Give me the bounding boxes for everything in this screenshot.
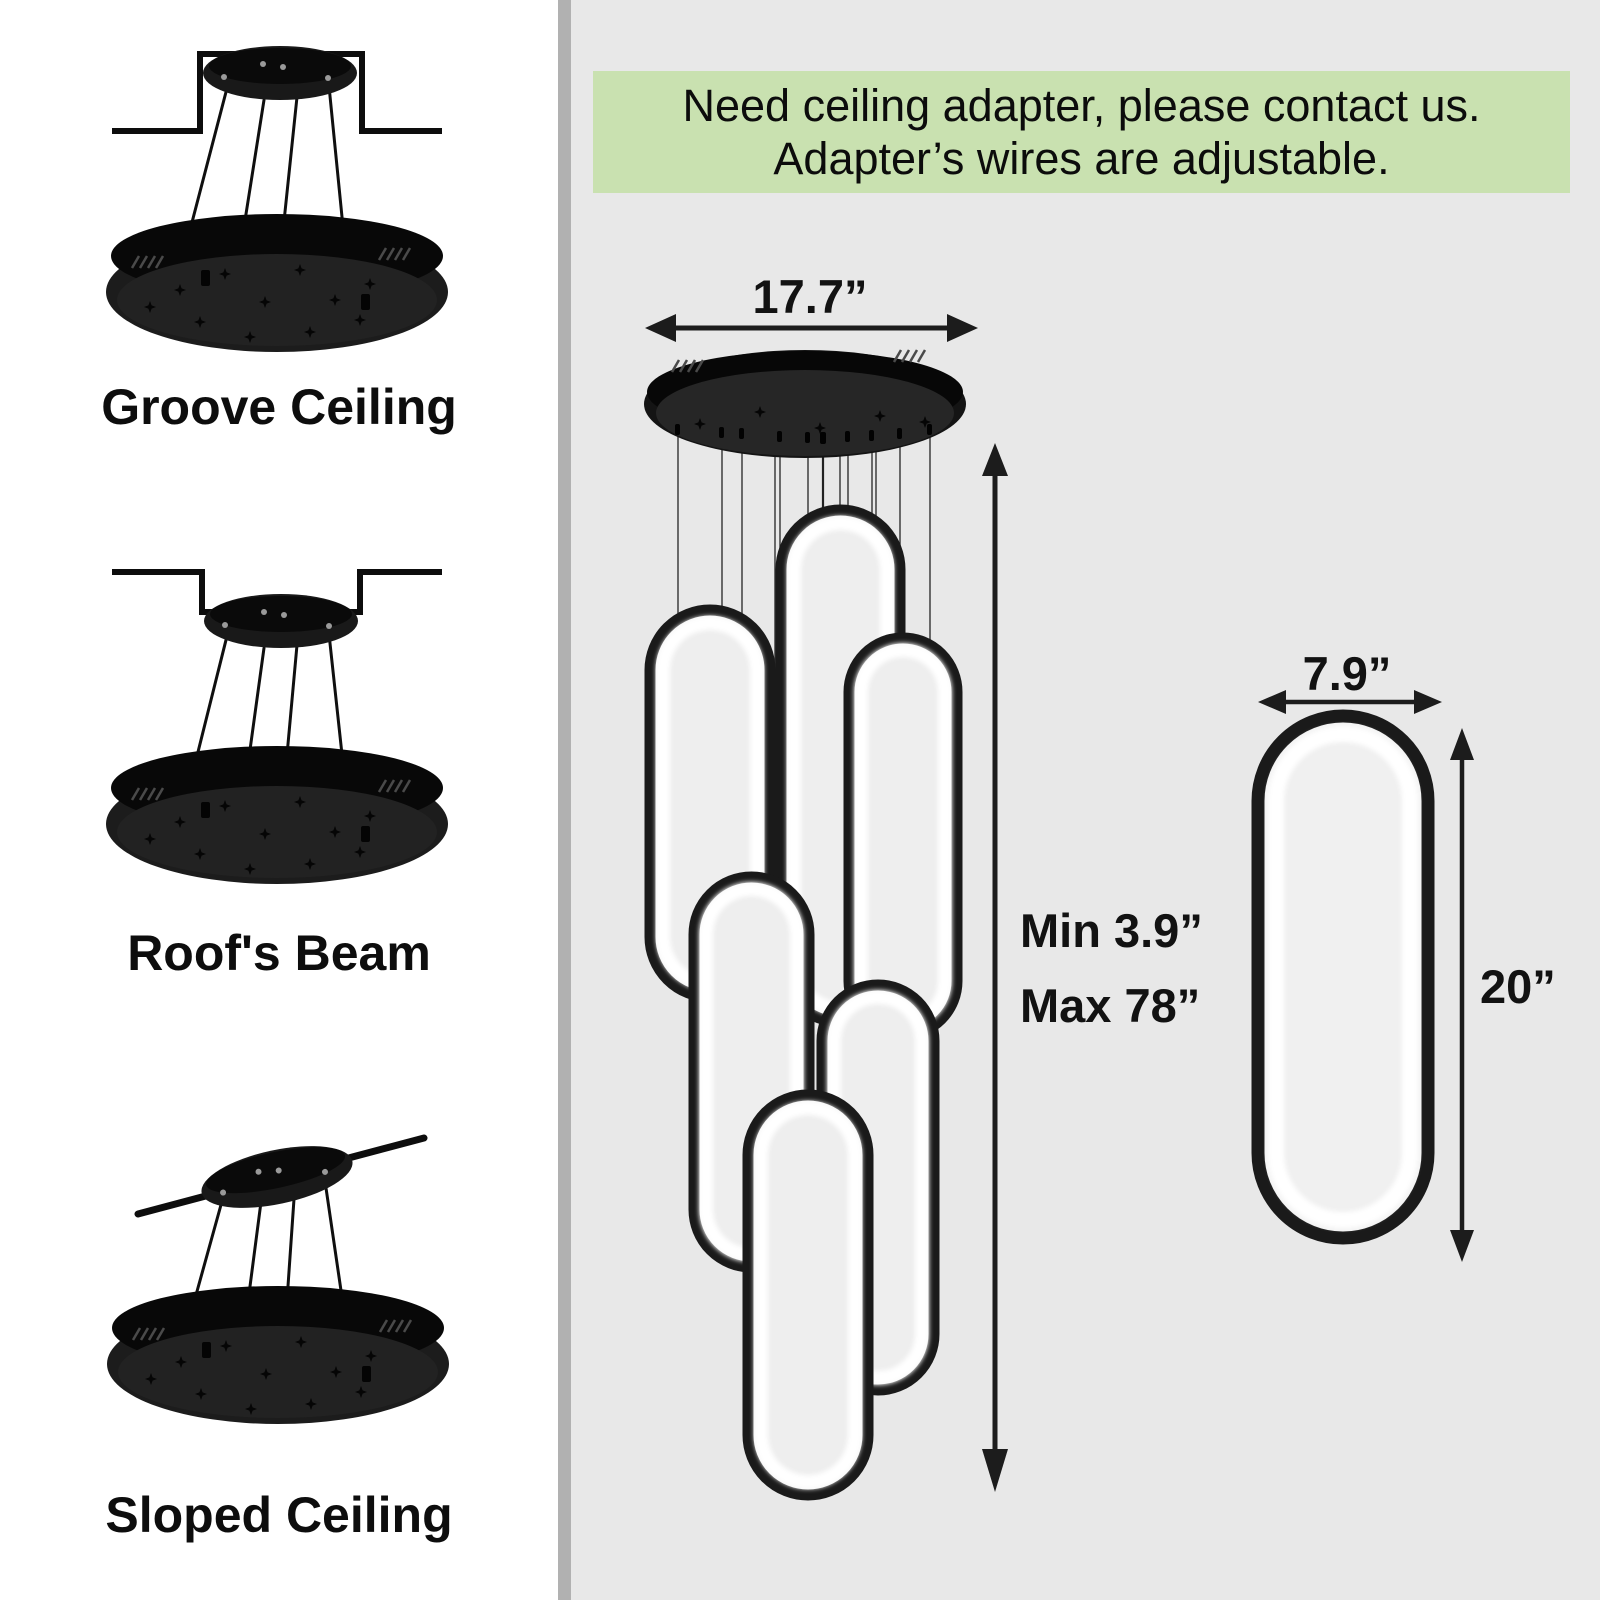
panel-divider — [558, 0, 571, 1600]
banner-line-1: Need ceiling adapter, please contact us. — [682, 80, 1481, 131]
chandelier-figure: 17.7” Min 3.9” Max 78” — [644, 270, 1203, 1501]
caption-sloped-ceiling: Sloped Ceiling — [105, 1487, 453, 1543]
single-pendant-ring — [1251, 709, 1435, 1245]
groove-ceiling-diagram — [106, 46, 448, 352]
beam-canopy-disc — [106, 746, 448, 884]
caption-groove-ceiling: Groove Ceiling — [101, 379, 457, 435]
sloped-ceiling-diagram — [107, 1134, 449, 1424]
beam-mini-canopy — [204, 594, 358, 648]
ring-height-dimension: 20” — [1450, 728, 1556, 1262]
ring-width-label: 7.9” — [1303, 647, 1392, 700]
groove-wires — [188, 84, 345, 235]
pendant-ring-right — [843, 632, 963, 1041]
ring-width-dimension: 7.9” — [1258, 647, 1442, 714]
drop-max-label: Max 78” — [1020, 979, 1200, 1032]
sloped-canopy-disc — [107, 1286, 449, 1424]
groove-canopy-disc — [106, 214, 448, 352]
ring-height-label: 20” — [1480, 960, 1556, 1013]
canopy-width-label: 17.7” — [753, 270, 868, 323]
groove-mini-canopy — [203, 46, 357, 100]
drop-min-label: Min 3.9” — [1020, 904, 1203, 957]
ceiling-canopy — [644, 348, 966, 458]
banner-line-2: Adapter’s wires are adjustable. — [773, 133, 1390, 184]
caption-roofs-beam: Roof's Beam — [127, 925, 431, 981]
adapter-banner: Need ceiling adapter, please contact us.… — [593, 71, 1570, 193]
single-ring-figure: 7.9” 20” — [1251, 647, 1556, 1262]
canopy-width-dimension: 17.7” — [645, 270, 978, 342]
pendant-ring-bottom — [742, 1089, 874, 1501]
drop-height-dimension: Min 3.9” Max 78” — [982, 443, 1203, 1492]
roofs-beam-diagram — [106, 569, 448, 884]
